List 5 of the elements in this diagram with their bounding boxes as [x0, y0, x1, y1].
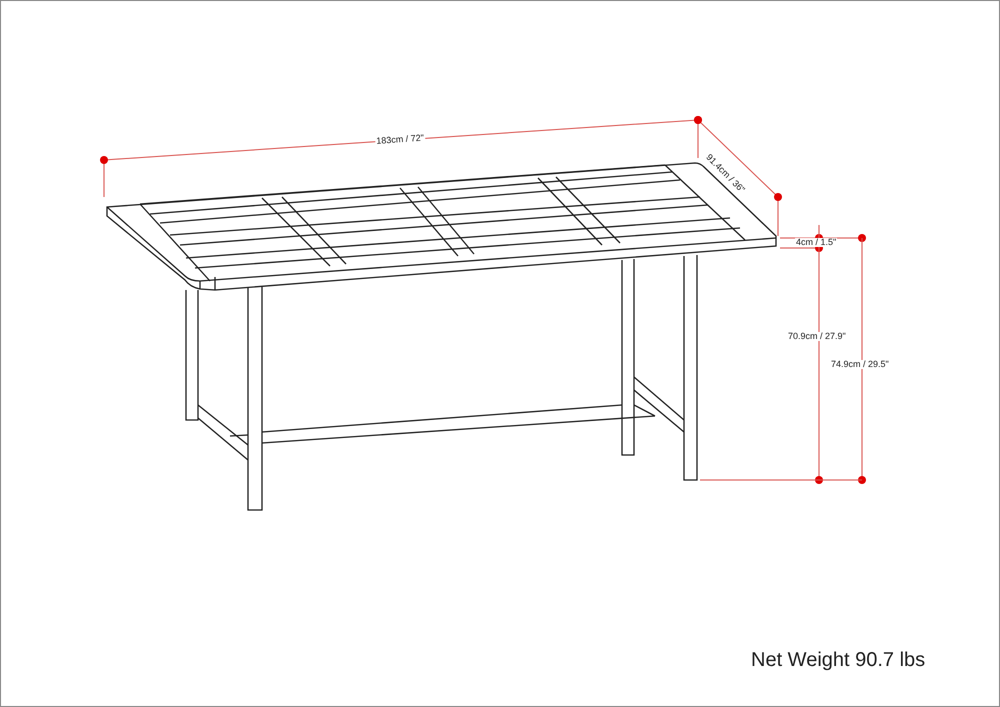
dimension-label: 70.9cm / 27.9": [787, 332, 847, 341]
dimension-label: 74.9cm / 29.5": [830, 360, 890, 369]
dimension-label: 183cm / 72": [375, 134, 426, 146]
weight-note: Net Weight 90.7 lbs: [750, 650, 926, 670]
dimension-label: 4cm / 1.5": [795, 238, 838, 247]
